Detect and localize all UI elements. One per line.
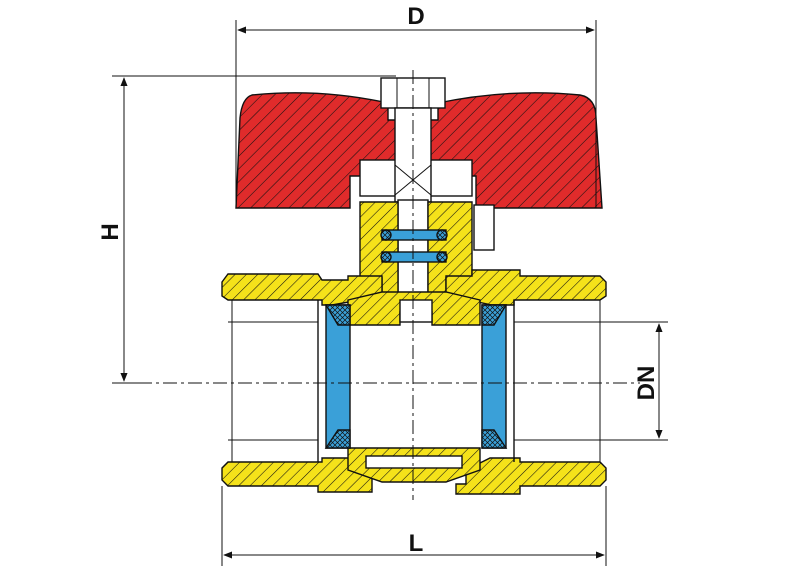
dimension-D-label: D (407, 3, 424, 30)
dimension-H-label: H (97, 223, 124, 240)
dimension-H: H (97, 75, 396, 384)
ball-seats (324, 304, 508, 449)
dimension-D: D (235, 3, 597, 208)
dimension-DN: DN (518, 321, 668, 441)
dimension-L-label: L (409, 530, 424, 557)
ball-slot-top (399, 299, 433, 323)
dimension-L: L (221, 486, 607, 566)
dimension-DN-label: DN (633, 366, 660, 401)
valve-body (221, 269, 607, 495)
stem-o-rings (380, 229, 448, 263)
center-lines (138, 70, 640, 500)
ball-slot-bottom (365, 455, 463, 469)
stop-tab (473, 204, 495, 251)
